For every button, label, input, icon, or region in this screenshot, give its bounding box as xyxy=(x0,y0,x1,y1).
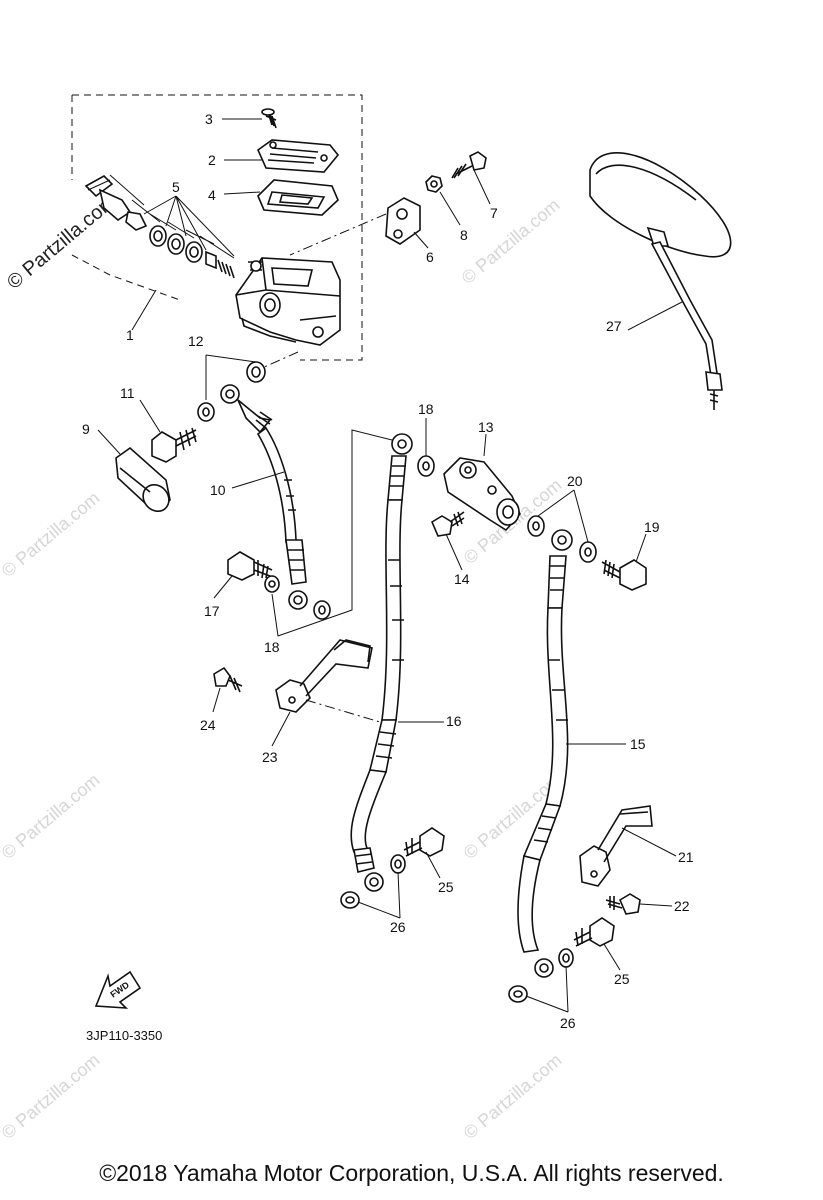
part-washers-26 xyxy=(340,891,528,1003)
label-part-1: 1 xyxy=(126,327,134,343)
part-bolt-24 xyxy=(213,666,243,693)
part-mirror-27 xyxy=(589,152,732,410)
part-labels: 3 2 4 5 1 6 8 7 27 12 11 9 10 17 18 18 1… xyxy=(82,111,694,1031)
label-part-4: 4 xyxy=(208,187,216,203)
part-hose-guide-23 xyxy=(275,639,373,713)
label-part-7: 7 xyxy=(490,205,498,221)
label-part-20: 20 xyxy=(567,473,583,489)
part-joint-13 xyxy=(443,457,521,532)
part-screw-3 xyxy=(261,108,277,129)
label-part-15: 15 xyxy=(630,736,646,752)
part-holder-6 xyxy=(385,197,421,245)
part-bolt-22 xyxy=(605,893,641,915)
part-union-bolt-25-upper xyxy=(390,827,445,874)
alignment-lines xyxy=(261,213,387,723)
part-hose-guide-21 xyxy=(579,805,653,887)
part-union-bolt-19 xyxy=(601,559,647,591)
label-part-17: 17 xyxy=(204,603,220,619)
label-part-11: 11 xyxy=(120,385,135,401)
label-part-26-lower: 26 xyxy=(560,1015,576,1031)
watermark: © Partzilla.com xyxy=(0,488,103,581)
part-master-cylinder-1 xyxy=(235,257,341,346)
watermark: © Partzilla.com xyxy=(0,770,103,863)
label-part-24: 24 xyxy=(200,717,216,733)
label-part-26-upper: 26 xyxy=(390,919,406,935)
part-brake-hose-15 xyxy=(517,529,573,978)
label-part-2: 2 xyxy=(208,152,216,168)
part-bolt-14 xyxy=(430,511,465,537)
label-part-18-left: 18 xyxy=(264,639,280,655)
label-part-21: 21 xyxy=(678,849,694,865)
part-bolt-7 xyxy=(451,151,487,179)
part-brake-hose-16 xyxy=(350,433,413,892)
part-union-bolt-25-lower xyxy=(558,917,615,968)
label-part-13: 13 xyxy=(478,419,494,435)
part-union-bolt-17 xyxy=(227,551,273,581)
copyright-notice: ©2018 Yamaha Motor Corporation, U.S.A. A… xyxy=(99,1160,724,1186)
label-part-18-right: 18 xyxy=(418,401,434,417)
fwd-arrow-icon: FWD xyxy=(94,970,142,1009)
assembly-boundary xyxy=(71,94,363,361)
label-part-5: 5 xyxy=(172,179,180,195)
watermark: © Partzilla.com xyxy=(0,1050,103,1143)
part-piston-kit-5 xyxy=(84,175,235,279)
part-union-bolt-11 xyxy=(151,427,197,463)
label-part-10: 10 xyxy=(210,482,226,498)
leader-lines xyxy=(97,118,683,1013)
part-cap-9 xyxy=(115,446,171,513)
label-part-6: 6 xyxy=(426,249,434,265)
part-washer-12 xyxy=(197,361,266,422)
part-washers-18-left xyxy=(264,575,331,620)
label-part-23: 23 xyxy=(262,749,278,765)
watermark: © Partzilla.com xyxy=(460,1050,566,1143)
watermark: © Partzilla.com xyxy=(458,195,564,288)
label-part-8: 8 xyxy=(460,227,468,243)
part-washers-20 xyxy=(527,515,597,563)
part-nut-8 xyxy=(425,175,443,193)
part-washer-18-right xyxy=(417,455,435,477)
label-part-9: 9 xyxy=(82,421,90,437)
label-part-25-lower: 25 xyxy=(614,971,630,987)
label-part-19: 19 xyxy=(644,519,660,535)
part-brake-hose-10 xyxy=(220,384,308,610)
label-part-25-upper: 25 xyxy=(438,879,454,895)
label-part-22: 22 xyxy=(674,898,690,914)
label-part-27: 27 xyxy=(606,318,622,334)
part-reservoir-cap-2 xyxy=(257,139,340,173)
part-diaphragm-4 xyxy=(257,179,339,216)
label-part-14: 14 xyxy=(454,571,470,587)
diagram-code: 3JP110-3350 xyxy=(86,1028,162,1043)
label-part-3: 3 xyxy=(205,111,213,127)
label-part-16: 16 xyxy=(446,713,462,729)
label-part-12: 12 xyxy=(188,333,204,349)
